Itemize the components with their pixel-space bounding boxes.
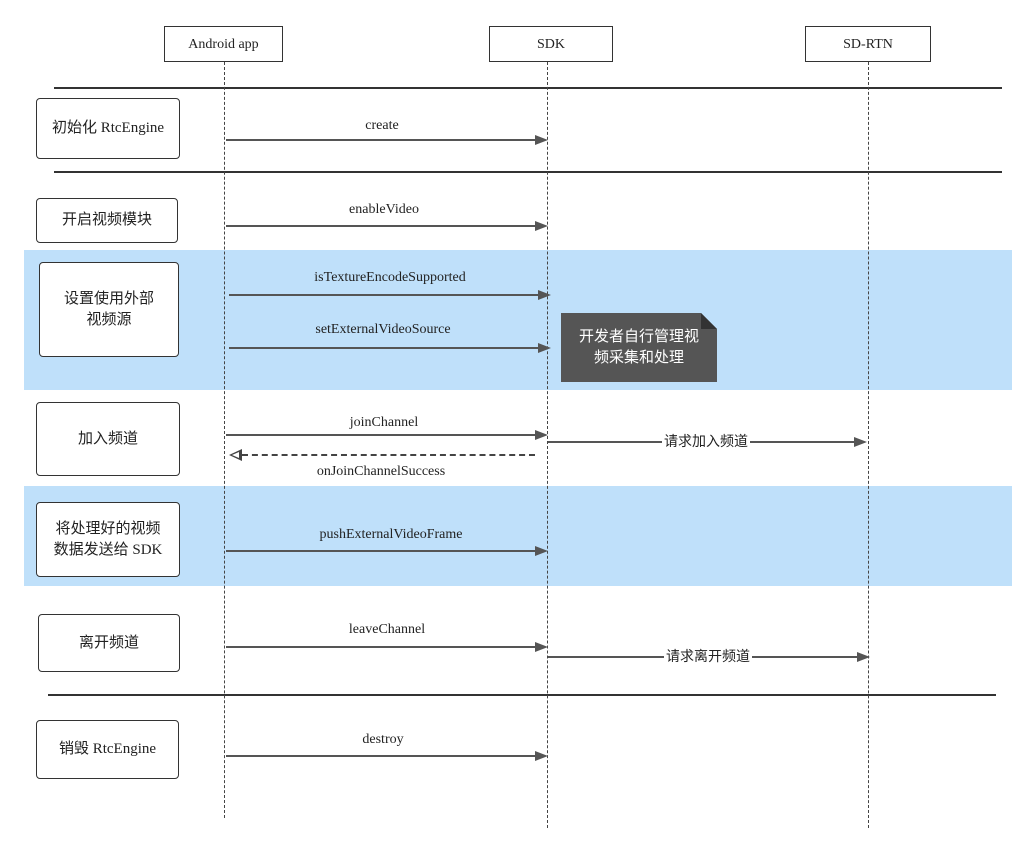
step-label: 加入频道 bbox=[77, 430, 138, 447]
arrowhead-icon bbox=[535, 135, 548, 145]
message-arrow-destroy bbox=[226, 755, 536, 757]
message-arrow-on-join-success bbox=[242, 454, 535, 456]
arrowhead-icon bbox=[535, 546, 548, 556]
step-label: 销毁 RtcEngine bbox=[58, 741, 157, 757]
highlight-band-external-source bbox=[24, 250, 1012, 390]
separator-line bbox=[48, 694, 996, 696]
message-label-is-texture: isTextureEncodeSupported bbox=[314, 270, 466, 285]
step-destroy: 销毁 RtcEngine bbox=[36, 720, 179, 779]
arrowhead-icon bbox=[535, 430, 548, 440]
arrowhead-icon bbox=[854, 437, 867, 447]
step-external-source: 设置使用外部视频源 bbox=[39, 262, 179, 357]
message-label-join-channel: joinChannel bbox=[349, 415, 419, 430]
open-arrowhead-icon bbox=[229, 449, 242, 461]
message-label-on-join-success: onJoinChannelSuccess bbox=[316, 464, 446, 479]
message-arrow-leave-channel bbox=[226, 646, 536, 648]
lifeline-android-app bbox=[224, 62, 225, 818]
highlight-band-push-frame bbox=[24, 486, 1012, 586]
lifeline-sdk bbox=[547, 62, 548, 828]
message-label-destroy: destroy bbox=[362, 732, 404, 747]
note-developer-managed: 开发者自行管理视频采集和处理 bbox=[561, 313, 717, 382]
message-arrow-join-channel bbox=[226, 434, 536, 436]
message-arrow-create bbox=[226, 139, 536, 141]
participant-label: SD-RTN bbox=[843, 36, 893, 52]
step-label: 设置使用外部视频源 bbox=[63, 290, 154, 328]
separator-line bbox=[54, 87, 1002, 89]
message-label-request-join: 请求加入频道 bbox=[662, 431, 750, 451]
arrowhead-icon bbox=[535, 642, 548, 652]
arrowhead-icon bbox=[538, 343, 551, 353]
step-push-frame: 将处理好的视频数据发送给 SDK bbox=[36, 502, 180, 577]
message-arrow-enable-video bbox=[226, 225, 536, 227]
message-label-set-external: setExternalVideoSource bbox=[315, 322, 451, 337]
step-label: 初始化 RtcEngine bbox=[51, 120, 165, 136]
message-arrow-set-external bbox=[229, 347, 539, 349]
message-label-leave-channel: leaveChannel bbox=[348, 622, 426, 637]
arrowhead-icon bbox=[535, 751, 548, 761]
step-enable-video: 开启视频模块 bbox=[36, 198, 178, 243]
step-label: 开启视频模块 bbox=[61, 212, 152, 228]
participant-sdk: SDK bbox=[489, 26, 613, 62]
step-label: 离开频道 bbox=[78, 634, 139, 651]
message-arrow-push-external bbox=[226, 550, 536, 552]
note-text: 开发者自行管理视频采集和处理 bbox=[578, 328, 699, 366]
step-label: 将处理好的视频数据发送给 SDK bbox=[53, 520, 163, 558]
message-arrow-is-texture bbox=[229, 294, 539, 296]
separator-line bbox=[54, 171, 1002, 173]
participant-sd-rtn: SD-RTN bbox=[805, 26, 931, 62]
step-init: 初始化 RtcEngine bbox=[36, 98, 180, 159]
participant-android-app: Android app bbox=[164, 26, 283, 62]
arrowhead-icon bbox=[538, 290, 551, 300]
message-label-push-external: pushExternalVideoFrame bbox=[319, 527, 463, 542]
arrowhead-icon bbox=[535, 221, 548, 231]
step-join: 加入频道 bbox=[36, 402, 180, 476]
participant-label: SDK bbox=[536, 36, 565, 52]
message-label-request-leave: 请求离开频道 bbox=[664, 646, 752, 666]
message-label-create: create bbox=[365, 118, 399, 133]
participant-label: Android app bbox=[188, 36, 259, 52]
step-leave: 离开频道 bbox=[38, 614, 180, 672]
arrowhead-icon bbox=[857, 652, 870, 662]
message-label-enable-video: enableVideo bbox=[349, 202, 419, 217]
lifeline-sd-rtn bbox=[868, 62, 869, 828]
